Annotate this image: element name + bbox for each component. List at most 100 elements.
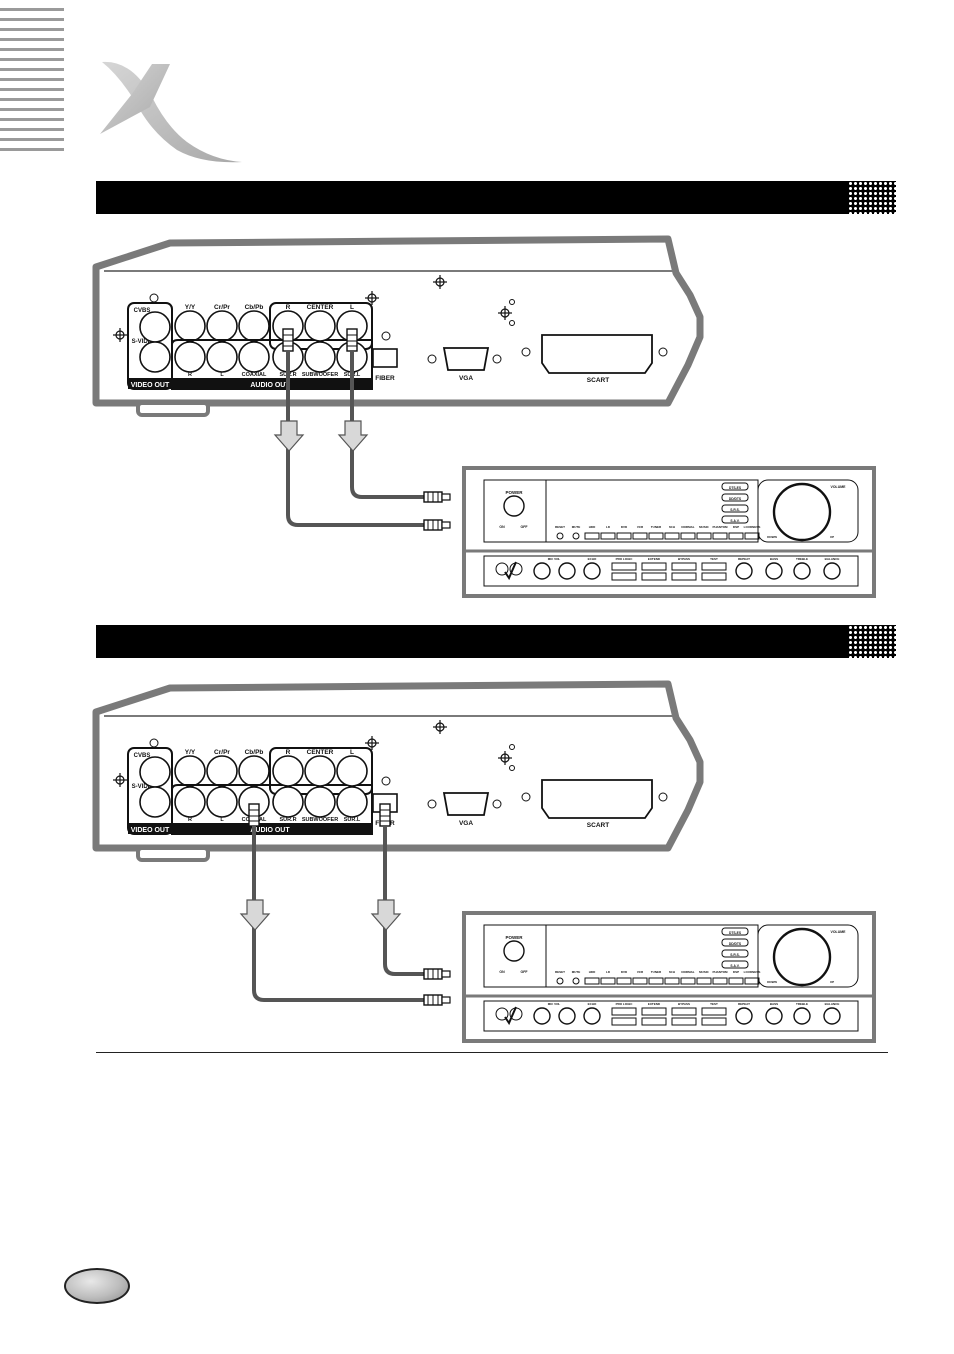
footer-divider <box>96 1052 888 1053</box>
audio-label: R <box>188 817 192 823</box>
audio-out-label: AUDIO OUT <box>250 827 290 834</box>
down-arrow-icon <box>273 420 305 452</box>
hole <box>492 354 502 364</box>
checkmark-icon <box>504 1006 517 1026</box>
source-button <box>616 977 632 985</box>
volume-frame <box>757 479 859 543</box>
rca-jack <box>336 755 368 787</box>
scart-port <box>541 334 653 374</box>
mic-jack <box>495 562 509 576</box>
page-number-badge <box>64 1268 130 1304</box>
audio-label: L <box>220 817 224 823</box>
screw-crosshair-icon <box>498 751 512 765</box>
rca-jack <box>304 786 336 818</box>
control-button <box>671 562 697 571</box>
control-frame <box>483 555 859 587</box>
component-label: Y/Y <box>185 749 196 756</box>
fiber-label: FIBER <box>375 375 395 382</box>
source-button <box>728 532 744 540</box>
source-button <box>648 977 664 985</box>
s-video-label: S-VIDEO <box>132 339 157 345</box>
source-button <box>664 532 680 540</box>
source-label: DSP <box>733 970 739 974</box>
control-knob <box>823 562 841 580</box>
control-label: BASS <box>770 1002 778 1006</box>
power-knob <box>503 940 525 962</box>
indicator-label: S.A.V. <box>730 519 739 523</box>
hole <box>658 347 668 357</box>
control-button <box>611 1017 637 1026</box>
audio-out-band <box>172 823 372 834</box>
audio-bottom-frame <box>171 339 373 390</box>
rca-jack <box>174 341 206 373</box>
vga-port <box>442 792 490 816</box>
source-label: DSP <box>733 525 739 529</box>
indicator-label: S.R.S. <box>730 508 740 512</box>
source-label: RESET <box>555 525 565 529</box>
rca-jack <box>139 756 171 788</box>
video-out-band <box>128 823 172 834</box>
source-label: MUTE <box>572 525 581 529</box>
control-label: REPEAT <box>738 557 750 561</box>
component-label: Cr/Pr <box>214 749 230 756</box>
player-foot <box>136 846 210 862</box>
control-knob <box>533 562 551 580</box>
control-button <box>611 1007 637 1016</box>
screw-crosshair-icon <box>433 720 447 734</box>
hole <box>381 776 391 786</box>
rca-jack <box>238 341 270 373</box>
source-label: TUNER <box>651 970 662 974</box>
control-knob <box>793 562 811 580</box>
source-label: MUTE <box>572 970 581 974</box>
control-label: BYPASS <box>678 1002 690 1006</box>
audio-label: CENTER <box>307 304 334 311</box>
hole <box>509 765 515 771</box>
audio-label: L <box>220 372 224 378</box>
video-out-band <box>128 378 172 389</box>
source-button <box>584 977 600 985</box>
audio-out-band <box>172 378 372 389</box>
screw-crosshair-icon <box>113 328 127 342</box>
audio-label: SUBWOOFER <box>302 817 338 823</box>
control-label: PRO LOGIC <box>616 557 634 561</box>
xoro-x-logo-icon <box>100 61 242 163</box>
indicator-lamp <box>721 938 749 947</box>
control-label: MIC VOL <box>548 1002 561 1006</box>
audio-label: SUBWOOFER <box>302 372 338 378</box>
control-button <box>641 1017 667 1026</box>
source-button <box>584 532 600 540</box>
hole <box>509 299 515 305</box>
audio-label: SUR.R <box>279 817 296 823</box>
rca-jack <box>174 310 206 342</box>
halftone-dots <box>848 625 896 658</box>
source-label: LD <box>606 525 611 529</box>
power-sub-label: ON <box>499 525 505 529</box>
audio-label: COAXIAL <box>242 372 267 378</box>
source-button <box>664 977 680 985</box>
source-label: VCR <box>637 970 644 974</box>
power-label: POWER <box>505 490 523 495</box>
control-label: TEST <box>710 557 718 561</box>
control-knob <box>735 1007 753 1025</box>
audio-label: L <box>350 304 354 311</box>
control-label: BALANCE <box>825 1002 840 1006</box>
cable-fiber <box>383 826 424 976</box>
control-knob <box>735 562 753 580</box>
hole <box>509 744 515 750</box>
cables <box>239 803 451 1006</box>
rca-jack <box>238 310 270 342</box>
source-button <box>632 977 648 985</box>
volume-frame <box>757 924 859 988</box>
power-label: POWER <box>505 935 523 940</box>
hole <box>521 347 531 357</box>
control-button <box>641 1007 667 1016</box>
control-button <box>671 572 697 581</box>
indicator-label: DD/DTS <box>729 497 742 501</box>
cables <box>273 328 451 531</box>
cable-sur-r <box>286 351 424 527</box>
control-label: EXTEND <box>648 557 661 561</box>
volume-end-label: DOWN <box>767 535 777 539</box>
